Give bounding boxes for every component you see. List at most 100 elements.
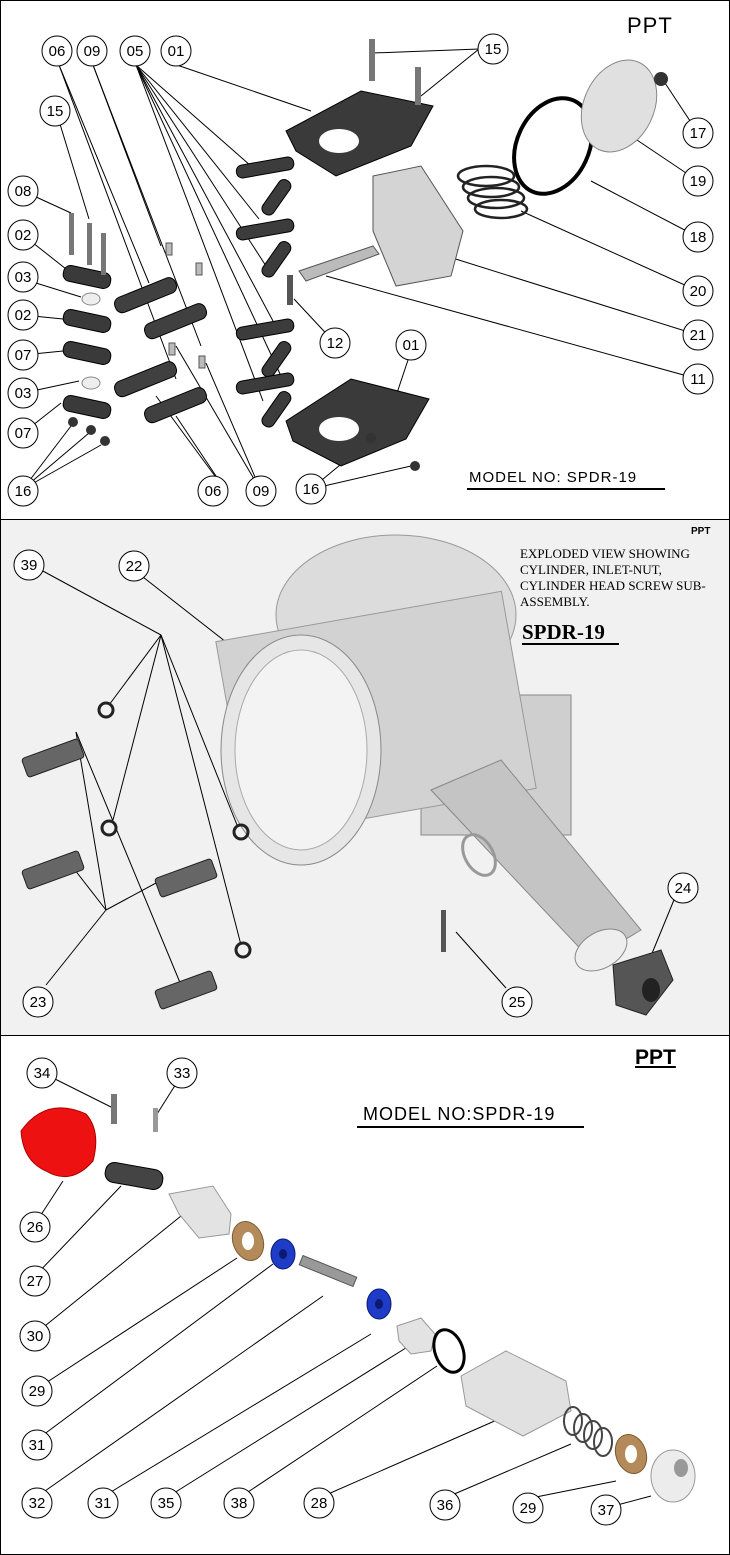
- frame-plate-lower: [285, 378, 430, 467]
- callout: 22: [126, 558, 143, 575]
- shaft: [298, 245, 380, 282]
- callout: 01: [403, 337, 420, 354]
- callout: 21: [690, 327, 707, 344]
- callout: 36: [437, 1497, 454, 1514]
- view-description: EXPLODED VIEW SHOWING CYLINDER, INLET-NU…: [520, 546, 706, 609]
- callout-numbers: 06 09 05 01 15 15 08 02 03 02 07 03 07 1…: [15, 41, 707, 500]
- valve-body: [460, 1350, 572, 1437]
- callout-numbers: 34 33 26 27 30 29 31 32 31 35 38 28 36 2…: [27, 1065, 615, 1519]
- callout: 29: [520, 1500, 537, 1517]
- cover: [580, 59, 658, 153]
- callout: 12: [327, 335, 344, 352]
- arms: [114, 277, 208, 424]
- frame-plate-upper: [285, 90, 434, 177]
- callout: 16: [15, 483, 32, 500]
- nut-17: [654, 72, 668, 86]
- brand-label: PPT: [627, 13, 673, 38]
- callout: 31: [29, 1437, 46, 1454]
- handle-valve-drawing: 34 33 26 27 30 29 31 32 31 35 38 28 36 2…: [19, 1057, 696, 1526]
- leader-lines: [22, 48, 699, 492]
- callout-numbers: 39 22 24 23 25: [21, 557, 692, 1011]
- callout: 11: [690, 371, 706, 388]
- inlet-nut: [612, 949, 674, 1016]
- lock-washers: [97, 701, 252, 959]
- callout: 15: [47, 103, 64, 120]
- panel-cylinder-assembly: 39 22 24 23 25 PPT EXPLODED VIEW SHOWING…: [0, 520, 730, 1035]
- end-cap: [650, 1449, 696, 1503]
- callout: 24: [675, 880, 692, 897]
- callout: 07: [15, 425, 32, 442]
- callout: 09: [84, 43, 101, 60]
- callout: 25: [509, 994, 526, 1011]
- callout: 01: [168, 43, 185, 60]
- callout: 06: [49, 43, 66, 60]
- links: [235, 156, 295, 428]
- callout: 23: [30, 994, 47, 1011]
- spindle: [168, 1185, 232, 1239]
- handle-knob: [20, 1107, 97, 1178]
- leader-lines: [34, 1075, 652, 1509]
- callout: 03: [15, 385, 32, 402]
- callout: 27: [27, 1273, 44, 1290]
- screw-15: [369, 39, 375, 81]
- callout: 02: [15, 307, 32, 324]
- callout: 34: [34, 1065, 51, 1082]
- callout: 28: [311, 1495, 328, 1512]
- spring: [563, 1406, 613, 1457]
- frame-plate-hole: [319, 129, 359, 153]
- brand-label: PPT: [635, 1046, 676, 1069]
- callout: 17: [690, 125, 707, 142]
- callout: 03: [15, 269, 32, 286]
- callout: 30: [27, 1328, 44, 1345]
- model-number: SPDR-19: [522, 620, 605, 644]
- model-number: MODEL NO: SPDR-19: [469, 469, 638, 486]
- brand-label: PPT: [691, 526, 711, 537]
- callout: 07: [15, 347, 32, 364]
- inlet-tube: [430, 759, 642, 961]
- pin-34: [111, 1094, 117, 1124]
- callout-circles: [7, 33, 714, 507]
- screws-08: [69, 213, 106, 275]
- spacer-03: [81, 292, 101, 306]
- callout: 35: [158, 1495, 175, 1512]
- model-number: MODEL NO:SPDR-19: [363, 1104, 556, 1124]
- callout: 20: [690, 283, 707, 300]
- frame-plate-drawing: 06 09 05 01 15 15 08 02 03 02 07 03 07 1…: [7, 33, 714, 507]
- valve-seat: [396, 1317, 436, 1355]
- panel-frame-plate-assembly: 06 09 05 01 15 15 08 02 03 02 07 03 07 1…: [0, 0, 730, 520]
- valve-stem: [298, 1254, 358, 1288]
- callout: 09: [253, 483, 270, 500]
- callout: 26: [27, 1219, 44, 1236]
- o-ring: [432, 1328, 466, 1374]
- o-ring: [512, 96, 594, 196]
- callout: 37: [598, 1502, 615, 1519]
- callout: 19: [690, 173, 707, 190]
- callout: 08: [15, 183, 32, 200]
- callout-circles: [13, 549, 699, 1018]
- callout: 16: [303, 481, 320, 498]
- nuts-16: [68, 417, 420, 471]
- pin-25: [441, 910, 446, 952]
- pin-33: [153, 1108, 158, 1132]
- callout: 38: [231, 1495, 248, 1512]
- callout: 05: [127, 43, 144, 60]
- callout-circles: [19, 1057, 622, 1526]
- callout: 39: [21, 557, 38, 574]
- lever: [104, 1162, 164, 1190]
- callout: 06: [205, 483, 222, 500]
- screws-23: [21, 738, 218, 1010]
- panel-handle-valve-assembly: 34 33 26 27 30 29 31 32 31 35 38 28 36 2…: [0, 1035, 730, 1555]
- callout: 18: [690, 229, 707, 246]
- callout: 32: [29, 1495, 46, 1512]
- callout: 15: [485, 41, 502, 58]
- pins: [165, 242, 206, 369]
- spring: [456, 164, 529, 220]
- plates: [62, 264, 112, 420]
- callout: 31: [95, 1495, 112, 1512]
- cylinder-drawing: 39 22 24 23 25: [13, 534, 699, 1018]
- callout: 33: [174, 1065, 191, 1082]
- piston-plate: [372, 165, 464, 287]
- pin-12: [287, 275, 293, 305]
- callout: 02: [15, 227, 32, 244]
- callout: 29: [29, 1383, 46, 1400]
